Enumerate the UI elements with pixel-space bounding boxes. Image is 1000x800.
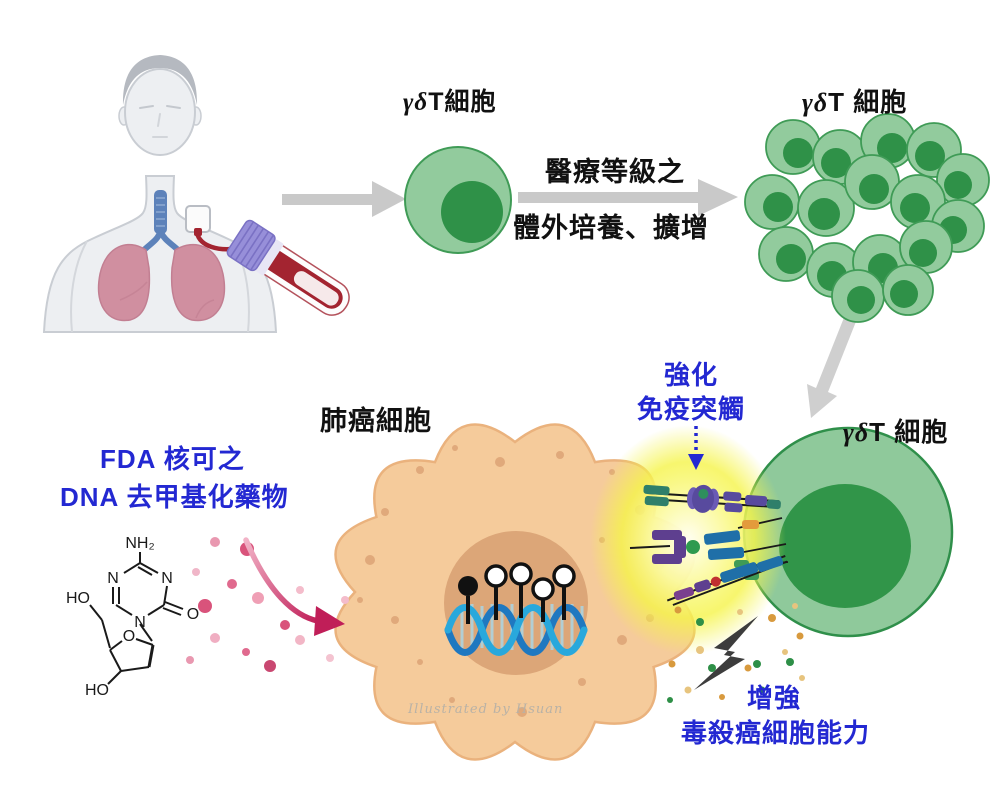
blood-tube-icon — [226, 219, 350, 316]
label-process-line2: 體外培養、擴增 — [513, 213, 709, 243]
label-synapse-line2: 免疫突觸 — [637, 394, 746, 424]
gamma-delta-text: γδ — [802, 88, 829, 117]
drug-molecule: NH₂ N N N O O HO HO — [66, 535, 199, 699]
receptor-pair-2 — [629, 517, 789, 580]
label-synapse-line1: 強化 — [664, 360, 719, 390]
atom-label-n-left: N — [107, 570, 119, 587]
receptor-pair-3 — [666, 554, 788, 606]
head — [124, 68, 196, 156]
atom-label-amine: NH₂ — [125, 535, 154, 552]
label-cancer-cell: 肺癌細胞 — [320, 406, 432, 436]
dna-strand-light — [444, 604, 588, 656]
atom-label-ring-o: O — [123, 628, 135, 645]
dna-helix — [444, 604, 588, 656]
gamma-delta-text: γδ — [403, 89, 429, 116]
label-effect-line2: 毒殺癌細胞能力 — [681, 718, 871, 748]
methyl-mark-filled — [458, 576, 478, 596]
receptor-pair-1 — [643, 484, 781, 513]
cytokine-granules — [667, 603, 805, 703]
atom-label-ho-top: HO — [66, 590, 90, 607]
gdt-cell-single — [404, 146, 512, 254]
label-process-line1: 醫療等級之 — [545, 157, 685, 187]
blood-draw — [185, 205, 350, 316]
atom-label-carbonyl-o: O — [187, 606, 199, 623]
label-drug-line1: FDA 核可之 — [100, 444, 245, 474]
label-gdt-cell-large: γδT 細胞 — [843, 417, 949, 447]
drug-dots — [186, 537, 349, 672]
label-gdt-cell-cluster: γδT 細胞 — [802, 87, 908, 117]
hair — [122, 55, 198, 105]
label-gdt-cell-single: γδT細胞 — [403, 88, 497, 116]
tube-cap — [226, 219, 276, 272]
label-effect-line1: 增強 — [747, 683, 802, 713]
label-drug-line2: DNA 去甲基化藥物 — [60, 482, 289, 512]
gdt-cell-cluster — [744, 113, 990, 323]
atom-label-ho-bottom: HO — [85, 682, 109, 699]
expansion-arrow — [518, 179, 738, 216]
atom-label-n-bottom: N — [134, 614, 146, 631]
receptor-complexes — [629, 484, 789, 606]
person-figure — [42, 55, 350, 333]
synapse-glow — [590, 425, 786, 655]
methylation-marks — [458, 562, 576, 624]
synapse-dotted-arrow — [688, 426, 704, 470]
closed-eyes — [139, 105, 181, 109]
transfer-arrow — [807, 310, 859, 418]
atom-label-n-right: N — [161, 570, 173, 587]
drug-arrow — [243, 537, 345, 636]
extraction-arrow — [282, 181, 406, 217]
artist-watermark: Illustrated by Hsuan — [408, 702, 564, 717]
left-lung — [97, 243, 151, 322]
lungs-icon — [97, 190, 226, 322]
cytotoxic-lightning-icon — [694, 616, 758, 690]
gamma-delta-text: γδ — [843, 418, 870, 447]
